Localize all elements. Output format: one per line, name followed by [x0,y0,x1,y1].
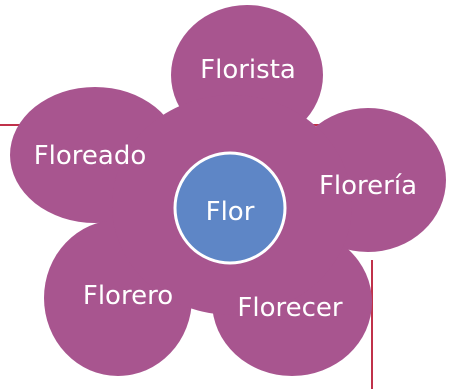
center-label: Flor [206,197,255,227]
petal-label-bottom-right: Florecer [237,293,342,323]
petal-label-bottom-left: Florero [83,281,173,311]
center-circle [173,151,287,265]
petal-label-left: Floreado [34,141,147,171]
petal-label-top: Florista [200,55,296,85]
petal-label-right: Florería [319,171,417,201]
